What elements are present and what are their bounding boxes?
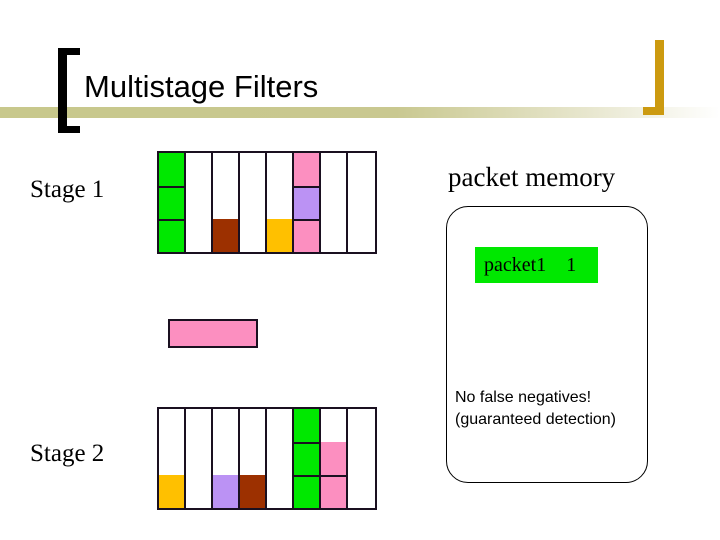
bucket-column: [240, 409, 267, 508]
bucket-column: [240, 153, 267, 252]
bucket-cell: [186, 219, 211, 252]
bucket-cell: [321, 442, 346, 475]
bucket-cell: [267, 409, 292, 442]
bucket-column: [159, 153, 186, 252]
bucket-cell: [321, 475, 346, 508]
bucket-cell: [321, 219, 346, 252]
bucket-cell: [186, 186, 211, 219]
bucket-cell: [267, 475, 292, 508]
stage-2-bucket-grid: [157, 407, 377, 510]
bucket-cell: [294, 442, 319, 475]
bucket-column: [213, 409, 240, 508]
bucket-cell: [213, 219, 238, 252]
bucket-column: [348, 153, 375, 252]
bucket-column: [321, 409, 348, 508]
bucket-cell: [294, 475, 319, 508]
bucket-cell: [348, 153, 375, 186]
bucket-column: [186, 153, 213, 252]
bucket-cell: [294, 409, 319, 442]
bucket-cell: [267, 153, 292, 186]
bucket-cell: [186, 442, 211, 475]
stage-2-label: Stage 2: [30, 440, 105, 467]
left-bracket-bottom-arm-icon: [58, 126, 80, 133]
bucket-cell: [294, 153, 319, 186]
bucket-cell: [213, 186, 238, 219]
bucket-cell: [348, 442, 375, 475]
bucket-cell: [213, 153, 238, 186]
stage-1-label: Stage 1: [30, 176, 105, 203]
memory-note-line-2: (guaranteed detection): [455, 411, 616, 428]
packet-entry-chip: packet1 1: [475, 247, 598, 283]
left-bracket-icon: [58, 48, 67, 133]
bucket-cell: [348, 475, 375, 508]
bucket-cell: [159, 219, 184, 252]
packet-memory-title: packet memory: [448, 162, 616, 192]
bucket-cell: [240, 475, 265, 508]
packet-entry-label: packet1 1: [484, 253, 577, 276]
pink-counter-bar: [168, 319, 258, 348]
bucket-column: [348, 409, 375, 508]
bucket-cell: [186, 409, 211, 442]
memory-note-line-1: No false negatives!: [455, 389, 592, 406]
bucket-column: [159, 409, 186, 508]
bucket-cell: [321, 186, 346, 219]
bucket-column: [267, 153, 294, 252]
bucket-cell: [159, 153, 184, 186]
bucket-column: [213, 153, 240, 252]
bucket-cell: [240, 442, 265, 475]
bucket-cell: [267, 442, 292, 475]
page-title: Multistage Filters: [84, 69, 319, 104]
bucket-cell: [240, 219, 265, 252]
right-bracket-bottom-arm-icon: [643, 107, 664, 115]
bucket-cell: [240, 409, 265, 442]
title-divider-band: [0, 107, 720, 118]
bucket-cell: [213, 409, 238, 442]
bucket-cell: [321, 409, 346, 442]
bucket-cell: [186, 475, 211, 508]
bucket-column: [186, 409, 213, 508]
bucket-cell: [321, 153, 346, 186]
bucket-column: [294, 153, 321, 252]
bucket-cell: [348, 186, 375, 219]
bucket-cell: [159, 475, 184, 508]
bucket-cell: [213, 442, 238, 475]
bucket-cell: [213, 475, 238, 508]
bucket-column: [267, 409, 294, 508]
bucket-cell: [348, 219, 375, 252]
bucket-cell: [159, 409, 184, 442]
bucket-column: [321, 153, 348, 252]
left-bracket-top-arm-icon: [58, 48, 80, 55]
bucket-cell: [267, 186, 292, 219]
bucket-cell: [159, 442, 184, 475]
bucket-column: [294, 409, 321, 508]
bucket-cell: [240, 186, 265, 219]
bucket-cell: [348, 409, 375, 442]
bucket-cell: [240, 153, 265, 186]
right-bracket-icon: [655, 40, 664, 115]
bucket-cell: [267, 219, 292, 252]
stage-1-bucket-grid: [157, 151, 377, 254]
bucket-cell: [159, 186, 184, 219]
bucket-cell: [186, 153, 211, 186]
bucket-cell: [294, 186, 319, 219]
bucket-cell: [294, 219, 319, 252]
